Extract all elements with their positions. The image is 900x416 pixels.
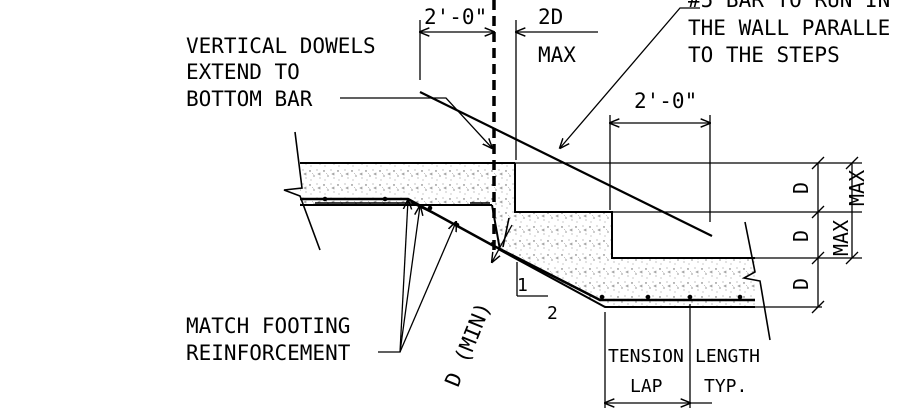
- match-note-line-1: MATCH FOOTING: [186, 314, 350, 338]
- d-label-3: D: [789, 278, 813, 290]
- d-min-label: D (MIN): [440, 299, 495, 390]
- bar-note-line-3: TO THE STEPS: [688, 43, 840, 67]
- slope-rise-label: 1: [517, 275, 528, 296]
- break-lines: [283, 131, 771, 341]
- tension-label-line-2: LAP: [630, 376, 663, 397]
- max-label-upper: MAX: [845, 170, 869, 206]
- dimension-lines: [420, 20, 862, 408]
- dim-two-feet-top: 2'-0": [424, 5, 487, 29]
- length-label-line-1: LENGTH: [695, 346, 760, 367]
- bar-note-line-2: THE WALL PARALLE: [688, 16, 890, 40]
- dim-2d-label: 2D: [538, 5, 563, 29]
- dowels-note-line-3: BOTTOM BAR: [186, 87, 313, 111]
- dim-max-top-label: MAX: [538, 43, 576, 67]
- length-label-line-2: TYP.: [704, 376, 747, 397]
- footing-outline: [300, 162, 755, 308]
- dowel-and-lap-bars: [315, 202, 510, 248]
- d-label-1: D: [789, 182, 813, 194]
- bar-note-line-1: #5 BAR TO RUN IN: [688, 0, 890, 12]
- concrete-footing: [300, 163, 755, 307]
- max-label-lower: MAX: [829, 220, 853, 256]
- dowels-note-line-1: VERTICAL DOWELS: [186, 34, 376, 58]
- leader-lines: [340, 7, 700, 353]
- tension-label-line-1: TENSION: [608, 346, 684, 367]
- d-label-2: D: [789, 230, 813, 242]
- dim-two-feet-mid: 2'-0": [634, 89, 697, 113]
- match-note-line-2: REINFORCEMENT: [186, 341, 351, 365]
- slope-run-label: 2: [547, 303, 558, 324]
- dowels-note-line-2: EXTEND TO: [186, 60, 300, 84]
